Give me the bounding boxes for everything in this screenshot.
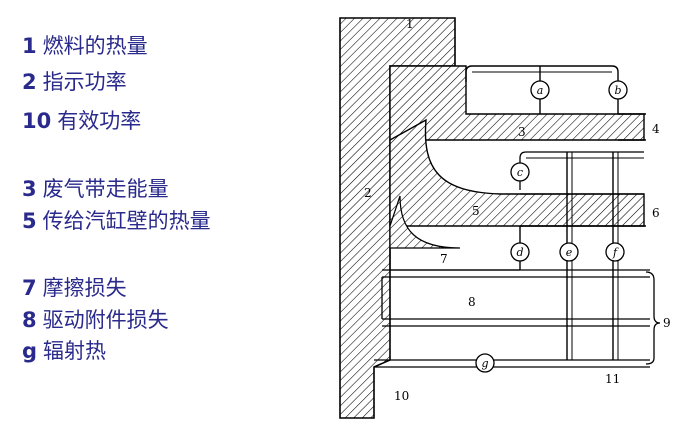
circle-b: b [608,80,628,100]
circle-e: e [559,242,579,262]
flow-loop-c [519,151,644,195]
circle-a: a [530,80,550,100]
label-6: 6 [652,206,660,220]
legend-text: 摩擦损失 [42,276,127,300]
exhaust-band [389,65,645,141]
legend-number: g [22,339,38,363]
circle-g: g [475,353,495,373]
legend-text: 废气带走能量 [42,177,169,201]
label-3: 3 [518,125,526,139]
flow-loop-ab [465,65,619,114]
legend-number: 5 [22,209,37,233]
label-7: 7 [440,252,448,266]
label-2: 2 [364,186,372,200]
friction-region [389,248,520,271]
legend-number: 1 [22,34,37,58]
legend-number: 8 [22,308,37,332]
circle-d: d [510,242,530,262]
label-9: 9 [663,316,671,330]
label-8: 8 [468,295,476,309]
legend-text: 驱动附件损失 [42,308,169,332]
loss-line-7 [382,269,650,278]
legend-text: 辐射热 [43,339,107,363]
energy-flow-diagram: a b c d e f g 1 2 3 4 5 6 7 8 9 10 11 [339,17,671,419]
legend-text: 燃料的热量 [42,34,148,58]
circle-f: f [605,242,625,262]
friction-band [389,195,461,249]
label-1: 1 [406,17,414,31]
label-5: 5 [472,204,480,218]
legend-text: 传给汽缸壁的热量 [42,209,211,233]
legend-text: 指示功率 [42,70,127,94]
loss-line-g [374,359,650,368]
circle-c: c [510,162,530,182]
loss-line-8 [382,318,650,327]
svg-text:b: b [614,84,621,97]
legend-text: 有效功率 [57,109,142,133]
label-4: 4 [652,122,660,136]
svg-text:a: a [537,84,544,97]
svg-text:c: c [517,166,523,179]
legend-number: 2 [22,70,37,94]
label-11: 11 [605,372,620,386]
svg-text:e: e [566,246,573,259]
legend-number: 7 [22,276,37,300]
svg-text:g: g [481,357,488,370]
bracket-9 [645,271,661,365]
svg-text:d: d [516,246,523,259]
label-10: 10 [394,389,409,403]
svg-text:f: f [612,246,619,259]
legend-number: 3 [22,177,37,201]
legend-number: 10 [22,109,52,133]
